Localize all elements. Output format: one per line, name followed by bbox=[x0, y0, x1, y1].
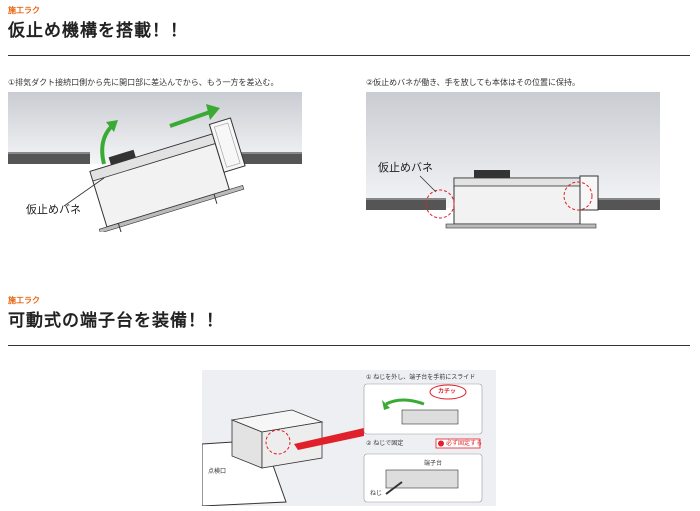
step1-diagram bbox=[8, 92, 302, 234]
ceiling-board-right bbox=[586, 200, 660, 210]
terminal-diagram bbox=[201, 383, 483, 507]
section-terminal: 施工ラク 可動式の端子台を装備！！ bbox=[8, 296, 690, 332]
step2-illustration: 仮止めバネ bbox=[366, 92, 660, 232]
fan-unit-box bbox=[230, 409, 324, 469]
step1-detail-caption: ① ねじを外し、端子台を手前にスライド bbox=[366, 374, 476, 381]
spring-callout-left bbox=[425, 189, 455, 219]
lift-arrow bbox=[100, 124, 114, 165]
screw bbox=[385, 481, 403, 495]
terminal-illustration: 点検口 ① ねじを外し、端子台を手前にスライド カチッ ② ねじで固定 必ず固定… bbox=[201, 370, 496, 507]
spring-label: 仮止めバネ bbox=[378, 161, 433, 174]
section-title: 可動式の端子台を装備！！ bbox=[8, 311, 224, 331]
step2-diagram bbox=[366, 92, 660, 229]
section-kicker: 施工ラク bbox=[8, 6, 40, 15]
spring-callout-right bbox=[563, 181, 593, 211]
section-title: 仮止め機構を搭載！！ bbox=[8, 21, 188, 41]
warning-icon bbox=[438, 440, 444, 447]
click-bubble bbox=[429, 384, 467, 400]
must-fix-badge bbox=[435, 438, 481, 449]
ceiling-board-right bbox=[220, 154, 302, 164]
fan-unit bbox=[445, 170, 599, 229]
section-divider bbox=[8, 345, 690, 346]
screw-label: ねじ bbox=[370, 490, 383, 497]
terminal-callout bbox=[265, 429, 291, 455]
spring-leader bbox=[63, 177, 105, 207]
ceiling-board-left bbox=[8, 154, 90, 164]
spring-leader bbox=[419, 175, 437, 193]
slide-arrow bbox=[385, 398, 425, 406]
insert-arrow bbox=[169, 110, 211, 128]
step2-caption: ②仮止めバネが働き、手を放しても本体はその位置に保持。 bbox=[366, 78, 580, 87]
step1-caption: ①排気ダクト接続口側から先に開口部に差込んでから、もう一方を差込む。 bbox=[8, 78, 279, 87]
terminal-label: 端子台 bbox=[424, 460, 443, 467]
ceiling-board-left bbox=[366, 200, 446, 210]
section-divider bbox=[8, 55, 690, 56]
section-kicker: 施工ラク bbox=[8, 296, 40, 305]
must-fix-label: 必ず固定する bbox=[446, 440, 483, 447]
spring-label: 仮止めバネ bbox=[26, 203, 81, 216]
click-label: カチッ bbox=[438, 388, 457, 395]
section-temp-fix: 施工ラク 仮止め機構を搭載！！ bbox=[8, 6, 690, 42]
step2-detail-caption: ② ねじで固定 bbox=[366, 440, 404, 447]
step1-illustration: 仮止めバネ bbox=[8, 92, 302, 234]
fan-unit bbox=[89, 117, 246, 234]
inspection-label: 点検口 bbox=[208, 468, 227, 475]
zoom-pointer bbox=[294, 428, 364, 450]
